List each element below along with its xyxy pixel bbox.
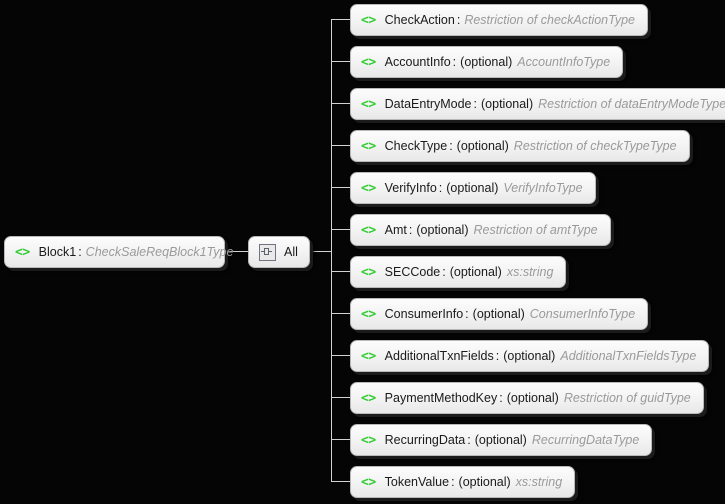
- element-occurrence: (optional): [456, 138, 509, 153]
- node-element-recurringdata[interactable]: <> RecurringData:(optional) RecurringDataT…: [350, 424, 653, 456]
- element-occurrence: (optional): [474, 432, 527, 447]
- element-name: CheckAction: [384, 12, 455, 27]
- element-type-reference: Restriction of amtType: [473, 222, 598, 237]
- node-element-verifyinfo[interactable]: <> VerifyInfo:(optional) VerifyInfoType: [350, 172, 596, 204]
- element-type-reference: AdditionalTxnFieldsType: [560, 348, 697, 363]
- element-occurrence: (optional): [506, 390, 559, 405]
- code-brackets-icon: <>: [361, 222, 376, 238]
- element-separator: :: [495, 348, 500, 363]
- element-type-reference: ConsumerInfoType: [529, 306, 636, 321]
- element-type-reference: Restriction of dataEntryModeType: [538, 96, 725, 111]
- element-name: RecurringData: [384, 432, 466, 447]
- element-type-reference: AccountInfoType: [517, 54, 611, 69]
- element-name: AccountInfo: [384, 54, 451, 69]
- element-separator: :: [408, 222, 413, 237]
- element-separator: :: [451, 474, 455, 489]
- wire-branch: [331, 229, 350, 230]
- code-brackets-icon: <>: [15, 244, 30, 260]
- node-element-tokenvalue[interactable]: <> TokenValue:(optional) xs:string: [350, 466, 576, 498]
- element-name: PaymentMethodKey: [384, 390, 498, 405]
- element-name: VerifyInfo: [384, 180, 437, 195]
- element-separator: :: [473, 96, 477, 111]
- element-name: AdditionalTxnFields: [384, 348, 494, 363]
- element-type-reference: RecurringDataType: [531, 432, 640, 447]
- element-separator: :: [442, 264, 446, 279]
- all-compositor-icon: [259, 243, 276, 261]
- element-occurrence: (optional): [449, 264, 502, 279]
- root-type-reference: CheckSaleReqBlock1Type: [85, 244, 234, 259]
- node-element-checkaction[interactable]: <> CheckAction:Restriction of checkAction…: [350, 4, 649, 36]
- element-separator: :: [438, 180, 443, 195]
- code-brackets-icon: <>: [361, 138, 376, 154]
- code-brackets-icon: <>: [361, 390, 376, 406]
- element-occurrence: (optional): [458, 474, 511, 489]
- node-element-amt[interactable]: <> Amt:(optional) Restriction of amtType: [350, 214, 611, 246]
- wire-trunk: [331, 20, 332, 482]
- node-element-consumerinfo[interactable]: <> ConsumerInfo:(optional) ConsumerInfoTyp…: [350, 298, 649, 330]
- wire-branch: [331, 271, 350, 272]
- wire-branch: [331, 481, 350, 482]
- wire-branch: [331, 439, 350, 440]
- wire-root-to-compositor: [225, 251, 249, 252]
- node-element-accountinfo[interactable]: <> AccountInfo:(optional) AccountInfoType: [350, 46, 624, 78]
- element-occurrence: (optional): [503, 348, 556, 363]
- element-occurrence: (optional): [416, 222, 469, 237]
- code-brackets-icon: <>: [361, 54, 376, 70]
- code-brackets-icon: <>: [361, 306, 376, 322]
- element-type-reference: Restriction of guidType: [563, 390, 691, 405]
- element-name: Amt: [384, 222, 407, 237]
- element-occurrence: (optional): [481, 96, 534, 111]
- element-separator: :: [499, 390, 503, 405]
- element-occurrence: (optional): [460, 54, 513, 69]
- code-brackets-icon: <>: [361, 96, 376, 112]
- node-element-paymentmethodkey[interactable]: <> PaymentMethodKey:(optional) Restriction…: [350, 382, 704, 414]
- node-element-checktype[interactable]: <> CheckType:(optional) Restriction of che…: [350, 130, 690, 162]
- element-type-reference: VerifyInfoType: [503, 180, 583, 195]
- element-type-reference: xs:string: [506, 264, 554, 279]
- wire-branch: [331, 187, 350, 188]
- code-brackets-icon: <>: [361, 12, 376, 28]
- element-occurrence: (optional): [446, 180, 499, 195]
- wire-branch: [331, 313, 350, 314]
- node-element-seccode[interactable]: <> SECCode:(optional) xs:string: [350, 256, 567, 288]
- element-type-reference: Restriction of checkTypeType: [513, 138, 677, 153]
- wire-compositor-to-trunk: [310, 251, 332, 252]
- compositor-label: All: [284, 244, 298, 259]
- node-compositor-all[interactable]: All: [248, 236, 310, 268]
- element-type-reference: Restriction of checkActionType: [464, 12, 636, 27]
- code-brackets-icon: <>: [361, 264, 376, 280]
- element-separator: :: [467, 432, 471, 447]
- root-separator: :: [78, 244, 82, 259]
- wire-branch: [331, 19, 350, 20]
- wire-branch: [331, 103, 350, 104]
- element-separator: :: [452, 54, 457, 69]
- code-brackets-icon: <>: [361, 348, 376, 364]
- wire-branch: [331, 61, 350, 62]
- node-element-additionaltxnfields[interactable]: <> AdditionalTxnFields:(optional) Addition…: [350, 340, 710, 372]
- code-brackets-icon: <>: [361, 474, 376, 490]
- element-name: ConsumerInfo: [384, 306, 464, 321]
- wire-branch: [331, 145, 350, 146]
- element-separator: :: [449, 138, 453, 153]
- element-name: SECCode: [384, 264, 441, 279]
- element-name: DataEntryMode: [384, 96, 472, 111]
- code-brackets-icon: <>: [361, 432, 376, 448]
- element-name: TokenValue: [384, 474, 450, 489]
- node-element-dataentrymode[interactable]: <> DataEntryMode: (optional) Restriction of…: [350, 88, 725, 120]
- element-occurrence: (optional): [472, 306, 525, 321]
- root-element-name: Block1: [38, 244, 77, 259]
- code-brackets-icon: <>: [361, 180, 376, 196]
- wire-branch: [331, 355, 350, 356]
- element-name: CheckType: [384, 138, 448, 153]
- element-separator: :: [465, 306, 469, 321]
- element-type-reference: xs:string: [515, 474, 563, 489]
- wire-branch: [331, 397, 350, 398]
- element-separator: :: [456, 12, 461, 27]
- node-root-block1[interactable]: <> Block1 : CheckSaleReqBlock1Type: [4, 236, 233, 268]
